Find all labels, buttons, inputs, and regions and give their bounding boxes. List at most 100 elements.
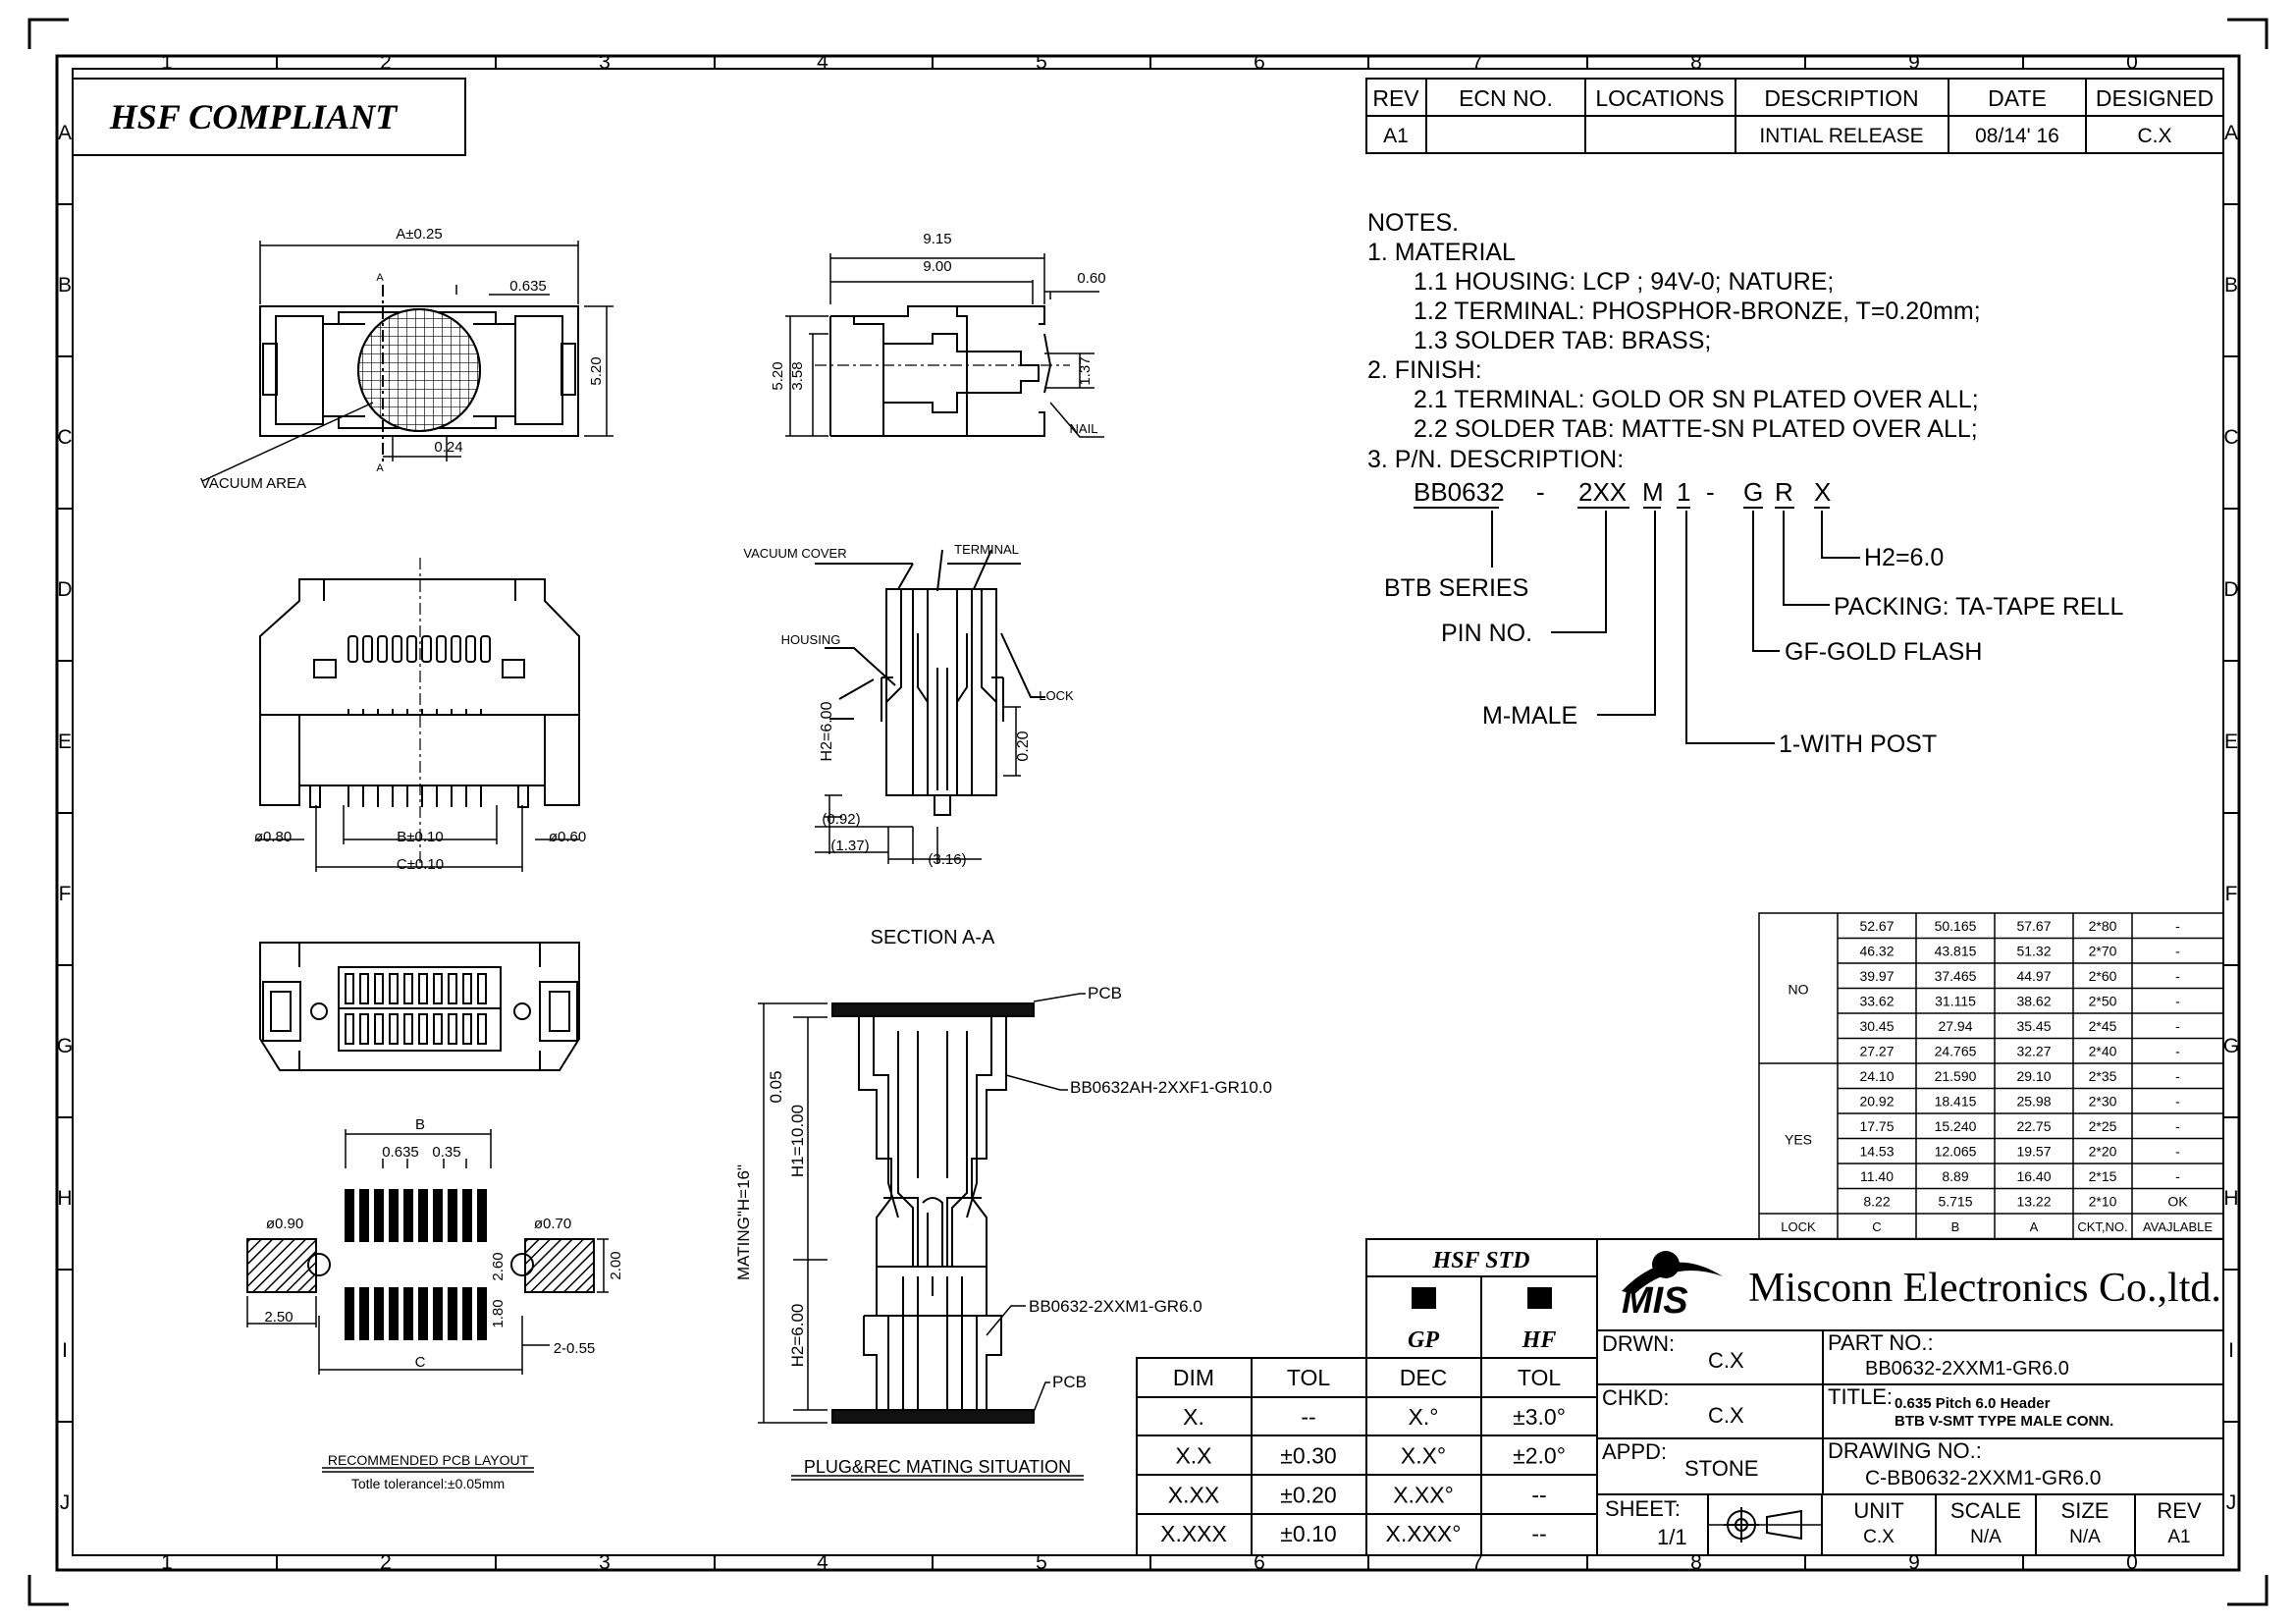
contact-pad xyxy=(418,973,428,1004)
title-line-2: BTB V-SMT TYPE MALE CONN. xyxy=(1895,1413,2113,1430)
terminal-label: TERMINAL xyxy=(954,542,1019,557)
contact-pad xyxy=(418,1013,428,1045)
pn-dash-2: - xyxy=(1706,477,1715,507)
ckt-cell: 20.92 xyxy=(1859,1094,1894,1110)
dim-phi060: ø0.60 xyxy=(549,829,586,845)
contact-pad xyxy=(433,973,443,1004)
side-view-labels: 9.15 9.00 0.60 5.20 3.58 1.37 NAIL xyxy=(770,231,1106,436)
row-label: A xyxy=(58,122,72,144)
tol-cell: X.XXX° xyxy=(1386,1521,1462,1546)
notes-line-1: 1. MATERIAL xyxy=(1367,239,1516,266)
rev-header-description: DESCRIPTION xyxy=(1764,85,1918,111)
dim-137-side: 1.37 xyxy=(1077,356,1094,385)
logo-text: MIS xyxy=(1622,1280,1688,1322)
ckt-cell: 2*10 xyxy=(2089,1194,2117,1210)
section-mark-top: A xyxy=(376,272,384,284)
dim-915: 9.15 xyxy=(923,231,951,247)
pcb-pad xyxy=(389,1287,399,1340)
dim-0635-top: 0.635 xyxy=(509,278,547,295)
scale-value: N/A xyxy=(1970,1527,2002,1547)
pn-r: R xyxy=(1775,477,1793,507)
column-label: 8 xyxy=(1690,1551,1702,1574)
dim-phi090: ø0.90 xyxy=(266,1216,303,1232)
column-label: 3 xyxy=(599,1551,611,1574)
dim-b-pcb: B xyxy=(415,1116,425,1133)
dim-092: (0.92) xyxy=(822,811,860,828)
row-label: B xyxy=(2224,274,2238,297)
pcb-label-top: PCB xyxy=(1088,984,1122,1002)
ckt-header: CKT,NO. xyxy=(2077,1219,2127,1234)
dim-h2-mating: H2=6.00 xyxy=(788,1304,807,1368)
tol-header: DEC xyxy=(1400,1365,1448,1390)
chkd-label: CHKD: xyxy=(1602,1385,1669,1410)
tol-header: TOL xyxy=(1518,1365,1562,1390)
tol-cell: ±2.0° xyxy=(1513,1443,1566,1469)
pn-x: X xyxy=(1814,477,1831,507)
pn-one: 1 xyxy=(1677,477,1690,507)
dim-900: 9.00 xyxy=(923,258,951,275)
ckt-cell: 2*15 xyxy=(2089,1168,2117,1184)
ckt-cell: 2*35 xyxy=(2089,1068,2117,1084)
dim-137-section: (1.37) xyxy=(830,838,869,854)
dim-b010: B±0.10 xyxy=(397,829,443,845)
contact-pad xyxy=(448,1013,457,1045)
ckt-cell: 43.815 xyxy=(1935,944,1977,959)
dim-020: 0.20 xyxy=(1015,731,1032,761)
contact-slot xyxy=(406,635,417,663)
ckt-lock-cell: NO xyxy=(1789,982,1809,998)
section-view xyxy=(815,549,1045,864)
tol-cell: ±3.0° xyxy=(1513,1404,1566,1430)
rev-label: REV xyxy=(2157,1498,2202,1523)
tol-cell: -- xyxy=(1531,1482,1546,1507)
ckt-header: LOCK xyxy=(1781,1219,1816,1234)
pcb-pad xyxy=(448,1287,457,1340)
hf-label: HF xyxy=(1522,1327,1557,1353)
ckt-cell: - xyxy=(2175,1144,2180,1160)
ckt-cell: - xyxy=(2175,1094,2180,1110)
pn-legend-series: BTB SERIES xyxy=(1384,574,1528,602)
dim-250: 2.50 xyxy=(264,1309,293,1326)
column-label: 4 xyxy=(817,51,828,74)
projection-symbol-icon xyxy=(1724,1507,1802,1543)
pcb-layout-title: RECOMMENDED PCB LAYOUT xyxy=(328,1452,529,1468)
pn-m: M xyxy=(1642,477,1664,507)
ckt-cell: 30.45 xyxy=(1859,1018,1894,1034)
ckt-cell: 46.32 xyxy=(1859,944,1894,959)
pcb-pad xyxy=(462,1287,472,1340)
ckt-cell: 44.97 xyxy=(2016,968,2051,984)
dim-h1: H1=10.00 xyxy=(788,1105,807,1177)
contact-slot xyxy=(347,635,358,663)
ckt-header: A xyxy=(2030,1219,2039,1234)
company-name: Misconn Electronics Co.,ltd. xyxy=(1748,1266,2221,1311)
ckt-cell: 17.75 xyxy=(1859,1118,1894,1134)
tol-header: TOL xyxy=(1287,1365,1331,1390)
part-label: PART NO.: xyxy=(1828,1330,1934,1355)
contact-pad xyxy=(345,973,354,1004)
tol-cell: X.XXX xyxy=(1160,1521,1227,1546)
notes-line-6: 2.1 TERMINAL: GOLD OR SN PLATED OVER ALL… xyxy=(1414,386,1979,413)
row-label: C xyxy=(2223,426,2238,449)
ckt-cell: 21.590 xyxy=(1935,1068,1977,1084)
ckt-cell: 33.62 xyxy=(1859,994,1894,1009)
mating-title: PLUG&REC MATING SITUATION xyxy=(804,1457,1071,1477)
pn-legend-packing: PACKING: TA-TAPE RELL xyxy=(1834,593,2124,621)
contact-slot xyxy=(377,635,388,663)
row-label: G xyxy=(57,1035,73,1057)
ckt-cell: 2*50 xyxy=(2089,994,2117,1009)
pcb-pad xyxy=(462,1189,472,1242)
dim-060-side: 0.60 xyxy=(1077,270,1105,287)
section-title: SECTION A-A xyxy=(871,927,995,948)
column-label: 6 xyxy=(1254,51,1265,74)
pcb-label-bottom: PCB xyxy=(1052,1373,1087,1391)
ckt-cell: 2*60 xyxy=(2089,968,2117,984)
ckt-cell: - xyxy=(2175,944,2180,959)
lock-label: LOCK xyxy=(1039,688,1074,703)
tol-cell: X.X° xyxy=(1401,1443,1446,1469)
contact-slot xyxy=(362,635,373,663)
size-value: N/A xyxy=(2069,1527,2101,1547)
rev-header-ecn: ECN NO. xyxy=(1459,85,1553,111)
ckt-cell: 15.240 xyxy=(1935,1118,1977,1134)
post-left xyxy=(309,785,321,808)
pn-pin: 2XX xyxy=(1578,477,1627,507)
row-label: H xyxy=(57,1187,72,1210)
